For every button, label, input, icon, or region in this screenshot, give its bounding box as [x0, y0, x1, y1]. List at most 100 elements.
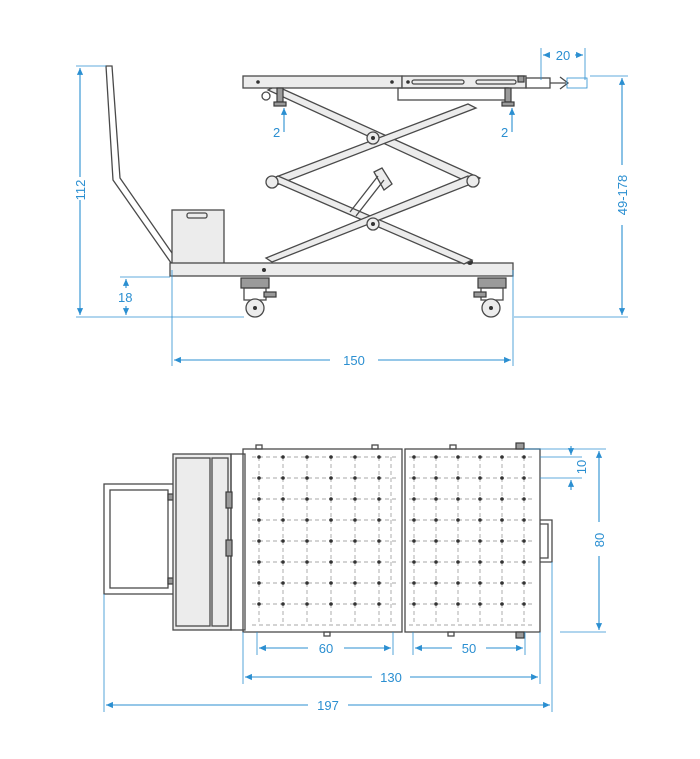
hole-dot	[434, 476, 438, 480]
hole-dot	[412, 539, 416, 543]
hole-dot	[305, 497, 309, 501]
hole-dot	[281, 602, 285, 606]
hole-dot	[377, 560, 381, 564]
top-view-dimensions: 10 80 60 50 130 197	[103, 446, 607, 713]
hole-dot	[305, 560, 309, 564]
hole-dot	[377, 455, 381, 459]
hole-dot	[329, 539, 333, 543]
hole-dot	[434, 497, 438, 501]
hole-dot	[478, 560, 482, 564]
hole-dot	[281, 476, 285, 480]
hole-dot	[522, 539, 526, 543]
hole-dot	[377, 602, 381, 606]
side-view-dimensions: 112 18 150 49-178 20 2 2	[73, 48, 630, 368]
hole-dot	[412, 602, 416, 606]
hole-dot	[353, 602, 357, 606]
hole-dot	[257, 581, 261, 585]
hole-dot	[281, 539, 285, 543]
hole-dot	[377, 518, 381, 522]
hole-dot	[353, 455, 357, 459]
top-view	[103, 442, 553, 639]
base-frame	[169, 259, 514, 277]
hole-dot	[377, 581, 381, 585]
hole-dot	[500, 476, 504, 480]
hole-dot	[522, 602, 526, 606]
hole-dot	[456, 581, 460, 585]
hole-dot	[500, 518, 504, 522]
hole-dot	[478, 518, 482, 522]
hole-dot	[305, 602, 309, 606]
hole-dot	[412, 518, 416, 522]
hydraulic-cylinder	[349, 167, 393, 217]
hole-dot	[329, 602, 333, 606]
hole-dot	[305, 476, 309, 480]
hole-dot	[500, 602, 504, 606]
hole-dot	[305, 518, 309, 522]
hole-dot	[522, 560, 526, 564]
pull-handle	[540, 519, 553, 563]
hole-dot	[500, 581, 504, 585]
hole-dot	[377, 539, 381, 543]
hole-dot	[353, 581, 357, 585]
hole-dot	[257, 602, 261, 606]
hole-dot	[500, 497, 504, 501]
hole-dot	[281, 518, 285, 522]
wheel-left	[240, 277, 277, 318]
hole-dot	[305, 455, 309, 459]
hole-dot	[353, 539, 357, 543]
hole-dot	[257, 518, 261, 522]
hole-dot	[377, 476, 381, 480]
hole-dot	[257, 455, 261, 459]
hole-dot	[478, 497, 482, 501]
hole-dot	[329, 518, 333, 522]
hole-dot	[478, 455, 482, 459]
hole-dot	[305, 581, 309, 585]
hole-dot	[478, 602, 482, 606]
hole-dot	[329, 476, 333, 480]
hole-dot	[353, 476, 357, 480]
dim-base-length: 150	[343, 353, 365, 368]
hole-dot	[500, 455, 504, 459]
control-box	[171, 209, 225, 273]
hole-dot	[434, 602, 438, 606]
hole-dots	[257, 455, 526, 606]
top-handle	[103, 483, 175, 595]
hole-dot	[281, 497, 285, 501]
top-body	[172, 453, 246, 631]
hole-dot	[522, 581, 526, 585]
grid-left	[252, 456, 396, 626]
dim-ground-clearance: 18	[118, 290, 132, 305]
hole-dot	[281, 560, 285, 564]
hole-dot	[377, 497, 381, 501]
wheel-right	[473, 277, 507, 318]
stop-left	[273, 87, 287, 107]
dim-width: 80	[592, 533, 607, 547]
dim-extension: 20	[556, 48, 570, 63]
hole-dot	[412, 581, 416, 585]
scissor-mechanism	[264, 85, 482, 265]
dim-plate-right: 50	[462, 641, 476, 656]
hole-dot	[412, 560, 416, 564]
hole-dot	[412, 497, 416, 501]
hole-dot	[353, 518, 357, 522]
dim-handle-height: 112	[73, 180, 88, 201]
hole-dot	[412, 476, 416, 480]
stop-right	[501, 87, 515, 107]
hole-dot	[434, 518, 438, 522]
hole-dot	[478, 539, 482, 543]
grid-right	[409, 456, 533, 626]
hole-dot	[353, 497, 357, 501]
hole-dot	[522, 518, 526, 522]
hole-dot	[434, 581, 438, 585]
hole-dot	[353, 560, 357, 564]
hole-dot	[329, 581, 333, 585]
dim-stop-left: 2	[273, 125, 280, 140]
dim-lift-range: 49-178	[615, 175, 630, 215]
hole-dot	[456, 497, 460, 501]
dim-plate-left: 60	[319, 641, 333, 656]
hole-dot	[434, 560, 438, 564]
hole-dot	[478, 476, 482, 480]
hole-dot	[522, 476, 526, 480]
hole-dot	[257, 497, 261, 501]
hole-dot	[412, 455, 416, 459]
